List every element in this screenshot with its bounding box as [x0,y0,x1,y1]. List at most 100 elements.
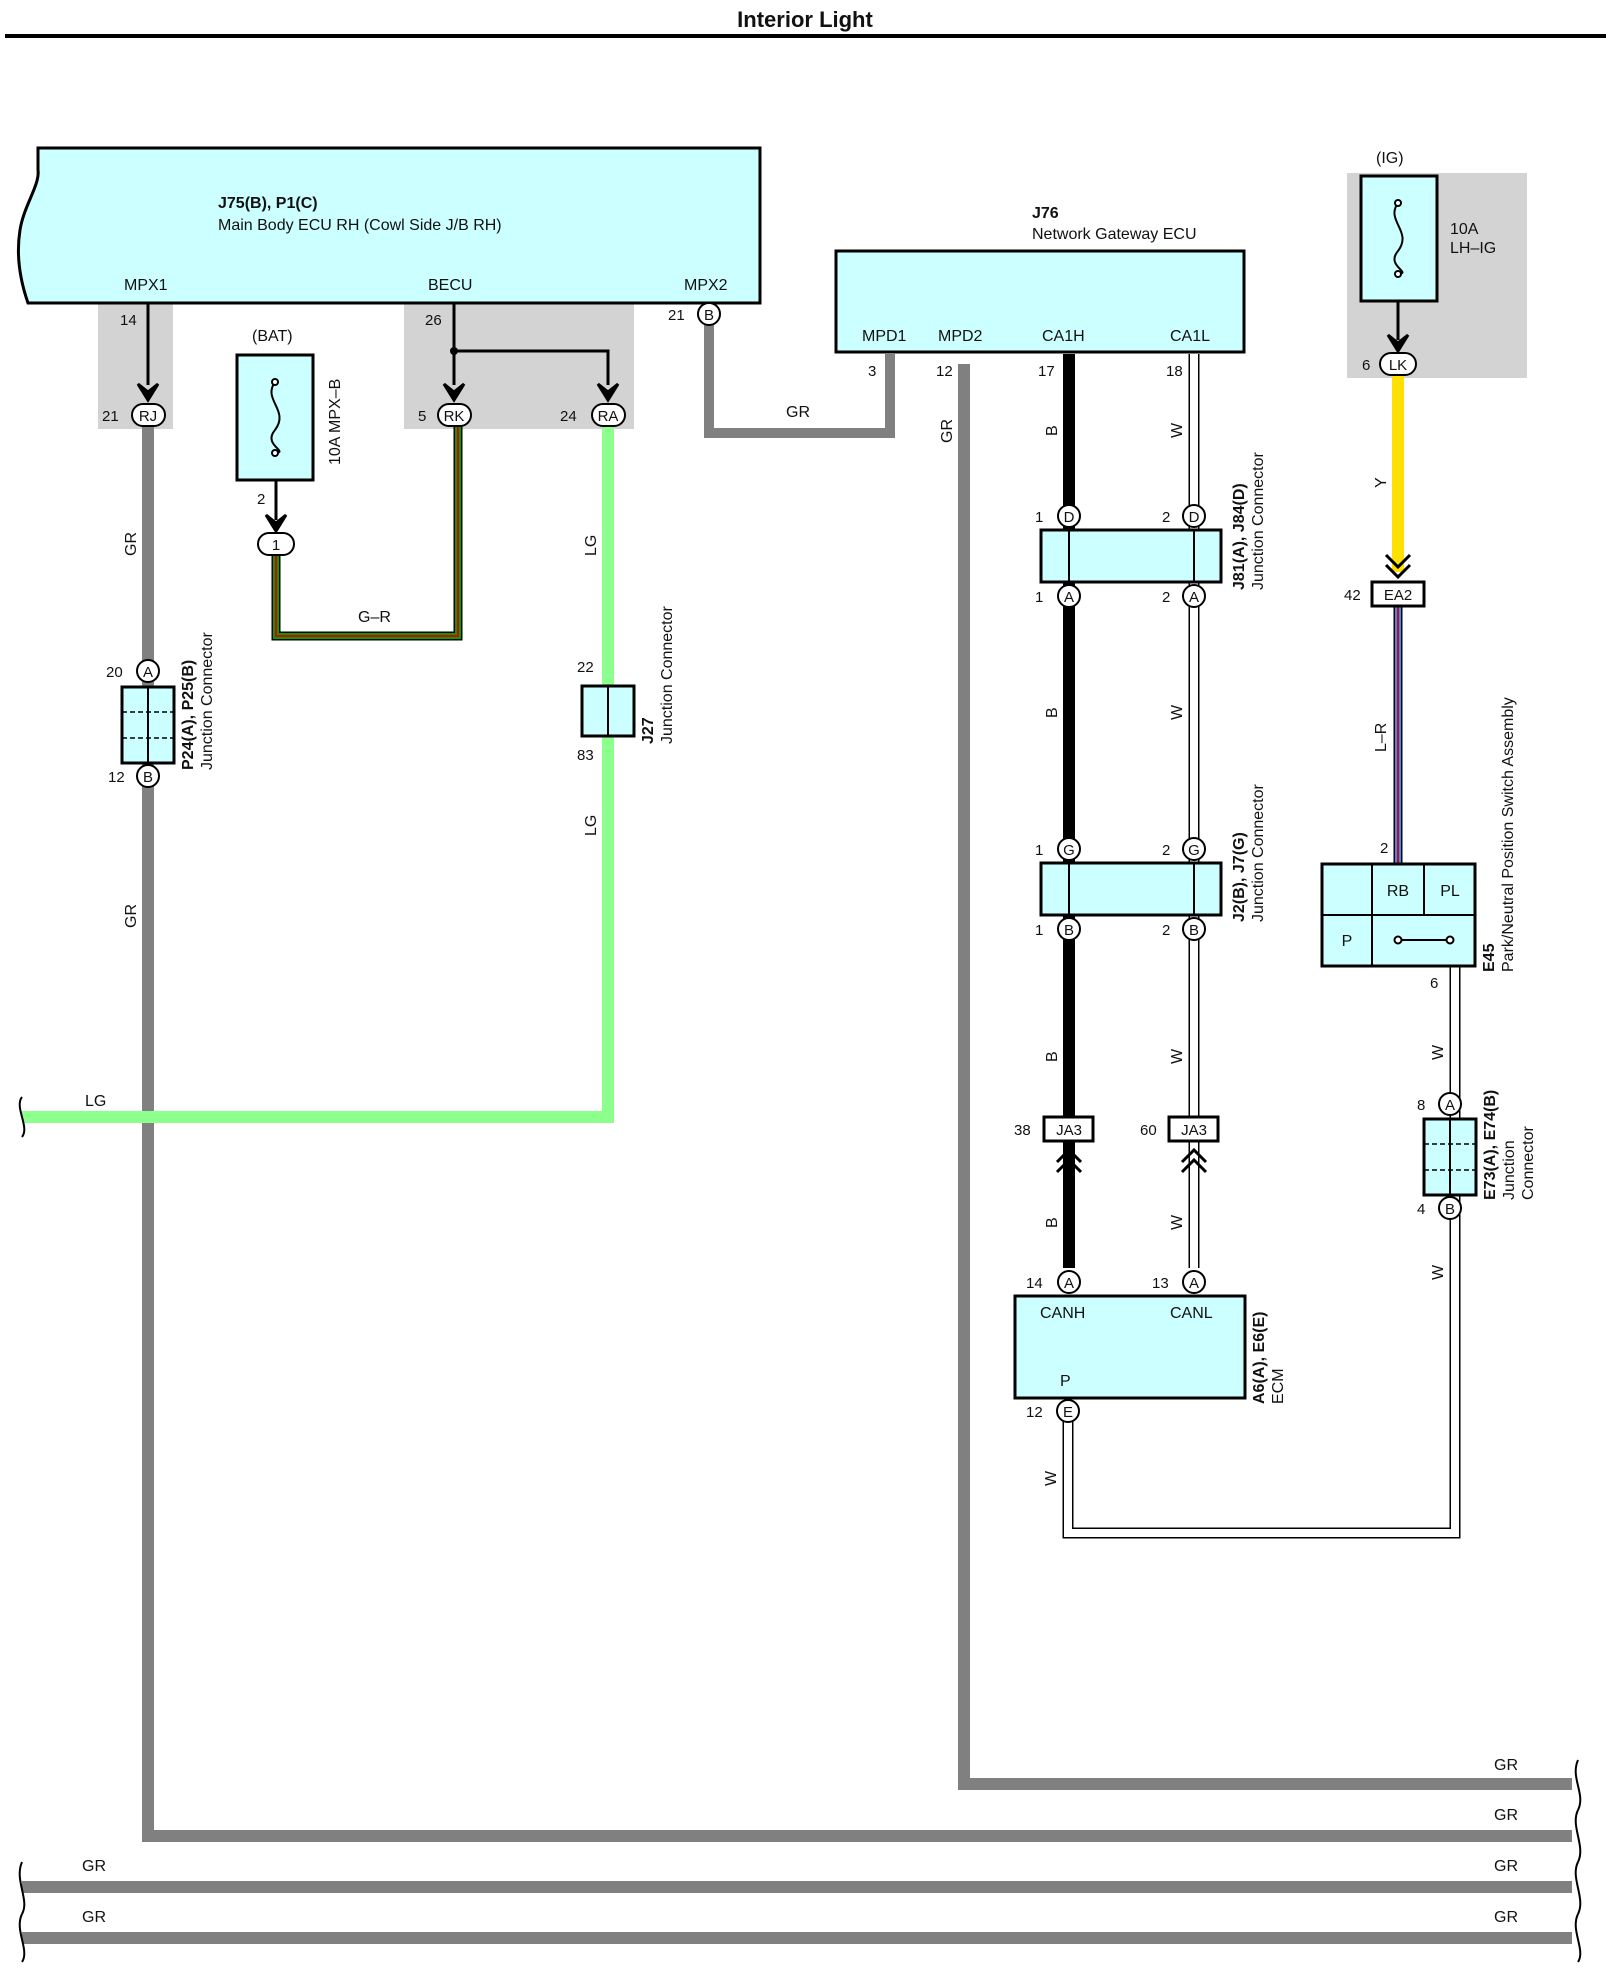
wire-label-lg-2: LG [583,815,600,836]
pin-num-e45-6: 6 [1430,975,1438,992]
jc-e73-pin-a-label: B [1445,1201,1455,1218]
pin-num-ja3-38: 38 [1014,1122,1031,1139]
jc-j81-pin-d2 [1182,504,1206,528]
break-right-gr-3 [1574,1861,1582,1915]
break-left-gr-2 [18,1913,26,1963]
pin-num-mpd2: 12 [936,363,953,380]
pin-num-lk: 6 [1362,357,1370,374]
wire-label-g-r: G–R [358,609,391,626]
jc-j2-pin-b1 [1057,917,1081,941]
jc-e73-pin-b-label: A [1445,1097,1455,1114]
wire-label-w-2: W [1169,704,1186,720]
terminal-mpx2: MPX2 [684,277,728,294]
wire-label-gr-bottom-2-left: GR [82,1909,106,1926]
jc-j27: J27 Junction Connector [580,605,676,744]
wire-gr-mpx1 [142,425,1572,1842]
terminal-mpx1: MPX1 [124,277,168,294]
jc-j2-box [1039,861,1223,917]
pin-num-ca1h: 17 [1038,363,1055,380]
wire-label-w-e73: W [1430,1264,1447,1280]
jc-j81-pin-a1 [1057,584,1081,608]
jc-j81-pin-a2-label: A [1189,589,1199,606]
pin-num-j2-g2: 2 [1162,842,1170,859]
terminal-ca1l: CA1L [1170,328,1210,345]
wire-label-gr-mpd2: GR [939,419,956,443]
ecm-terminal-p: P [1060,1373,1071,1390]
main-body-ecu-box [16,146,762,305]
jc-j2-pin-b2-label: B [1189,922,1199,939]
pin-num-ecm-13: 13 [1152,1275,1169,1292]
jc-j2-pin-g2-label: G [1188,842,1200,859]
ecm-terminal-canl: CANL [1170,1305,1213,1322]
ecm-pin-e12 [1056,1399,1080,1423]
chevron-ja3-b-1 [1055,1147,1083,1164]
conn-ja3-w-label: JA3 [1181,1122,1207,1139]
jc-j2-pin-g1 [1057,837,1081,861]
terminal-ca1h: CA1H [1042,328,1085,345]
conn-rj [131,403,166,427]
wire-label-b-2: B [1044,707,1061,718]
main-ecu-ids: J75(B), P1(C) [218,195,318,212]
jc-j2-pin-g1-label: G [1063,842,1075,859]
jc-p24-ids: P24(A), P25(B) [180,660,197,770]
jc-j81-pin-a1-label: A [1064,589,1074,606]
wire-label-b-3: B [1044,1051,1061,1062]
jc-j2-pin-g2 [1182,837,1206,861]
jc-j2: G G B B J2(B), J7(G) Junction Connector [1039,783,1267,941]
wire-label-b-4: B [1044,1217,1061,1228]
gateway-name: Network Gateway ECU [1032,226,1197,243]
arrow-rj [136,382,160,403]
break-right-gr-1 [1574,1759,1582,1811]
jc-j2-pin-b1-label: B [1064,922,1074,939]
wire-w-p-outline [1062,966,1461,1539]
chevron-ea2-2 [1384,563,1412,580]
wire-gr-mpd2 [958,364,1572,1790]
pin-num-j2-b1: 1 [1035,922,1043,939]
break-left-lg [18,1096,26,1138]
jc-j2-pin-b2 [1182,917,1206,941]
pin-num-e45-2: 2 [1380,840,1388,857]
conn-rk-label: RK [444,408,465,425]
page-title: Interior Light [737,7,873,32]
break-right-gr-4 [1574,1913,1582,1963]
gateway-box [834,249,1246,354]
conn-lk-label: LK [1389,357,1407,374]
pin-num-j27-bottom: 83 [577,747,594,764]
jc-j2-name: Junction Connector [1250,783,1267,922]
wire-label-gr-bottom-1-right: GR [1494,1858,1518,1875]
terminal-mpd2: MPD2 [938,328,983,345]
pin-num-p24-b: 12 [108,769,125,786]
jc-e73-name1: Junction [1501,1140,1518,1200]
ecm-box [1013,1294,1247,1400]
wire-label-gr-2: GR [123,904,140,928]
conn-rj-label: RJ [139,408,157,425]
pin-num-ja3-60: 60 [1140,1122,1157,1139]
pin-num-ecm-14: 14 [1026,1275,1043,1292]
break-marks [18,1096,1582,1963]
wire-gr-red [275,425,459,637]
wire-becu-branch [454,349,610,385]
pin-num-j81-d1: 1 [1035,509,1043,526]
wire-w-p [1064,966,1459,1537]
fuse-ig-terminal-top [1394,199,1402,207]
jc-j27-name: Junction Connector [659,605,676,744]
conn-ra-label: RA [598,408,619,425]
pin-numbers: 14 21 26 5 24 21 2 3 12 17 18 6 42 1 2 1… [102,307,1438,1421]
wire-label-w-1: W [1169,422,1186,438]
jc-e73-name2: Connector [1520,1126,1537,1200]
ig-supply-label: (IG) [1376,150,1404,167]
break-left-gr-1 [18,1861,26,1915]
e45-terminal-rb: RB [1387,883,1409,900]
conn-rk [437,403,472,427]
ecm: CANH CANL P A A E A6(A), E6(E) ECM [1013,1270,1287,1423]
pin-num-ecm-e12: 12 [1026,1404,1043,1421]
conn-mpx2-b-label: B [704,307,714,324]
e45-terminal-pl: PL [1440,883,1460,900]
pin-num-ca1l: 18 [1166,363,1183,380]
connector-tags: RJ RK RA B LK EA2 JA3 JA3 1 [131,302,1426,1143]
pin-num-j2-g1: 1 [1035,842,1043,859]
wire-label-gr-mpd2-end: GR [1494,1757,1518,1774]
fuse-bat-symbol [270,381,281,454]
e45-contact-right [1445,935,1455,945]
arrow-lk [1386,333,1410,354]
